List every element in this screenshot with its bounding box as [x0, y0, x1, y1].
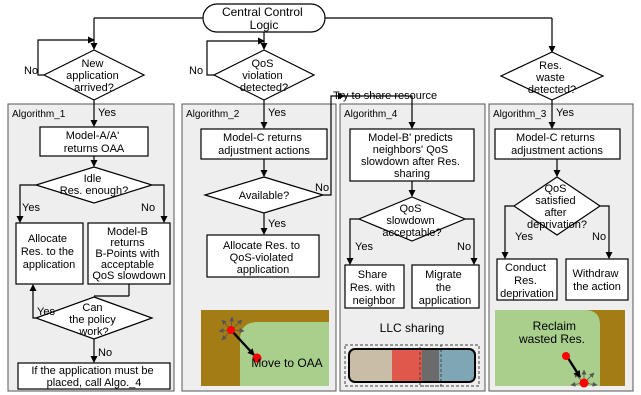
yes-label: Yes	[98, 107, 116, 119]
model-c-box-3	[494, 128, 621, 160]
move-to-oaa-label: Move to OAA	[251, 356, 322, 370]
res-waste-label: Res. waste detected?	[528, 60, 576, 96]
model-b-box	[87, 222, 171, 285]
allocate-qos-label: Allocate Res. to QoS-violated applicatio…	[223, 240, 303, 276]
no-label: No	[189, 65, 203, 77]
no-label: No	[457, 241, 471, 253]
no-loop	[206, 37, 265, 76]
model-c-label-3: Model-C returns adjustment actions	[511, 132, 603, 157]
no-loop	[37, 36, 95, 76]
model-b2-label: Model-B' predicts neighbors' QoS slowdow…	[361, 132, 463, 180]
yes-label: Yes	[355, 241, 373, 253]
available-label: Available?	[239, 190, 290, 202]
no-branch	[152, 184, 168, 223]
fallback-box	[17, 362, 171, 390]
connector	[344, 95, 416, 129]
idle-res-label: Idle Res. enough?	[60, 173, 129, 197]
reclaim-label: Reclaim wasted Res.	[518, 319, 585, 346]
central-control-label: Central Control Logic	[222, 5, 306, 32]
no-label: No	[141, 202, 155, 214]
qos-satisfied-label: QoS satisfied after deprivation?	[527, 183, 587, 231]
no-label: No	[592, 231, 606, 243]
no-branch	[465, 218, 478, 265]
allocate-qos-box	[206, 234, 320, 278]
withdraw-box	[565, 258, 629, 301]
withdraw-label: Withdraw the action	[573, 268, 622, 293]
no-label: No	[24, 65, 38, 77]
algorithm-3-title: Algorithm_3	[493, 109, 547, 120]
yes-label: Yes	[22, 202, 40, 214]
yes-label: Yes	[268, 107, 286, 119]
model-c-label-2: Model-C returns adjustment actions	[218, 132, 310, 157]
conduct-label: Conduct Res. deprivation	[500, 262, 554, 300]
allocate-box	[15, 222, 84, 285]
yes-branch	[346, 218, 359, 265]
qos-violation-label: QoS violation detected?	[240, 58, 288, 94]
yes-branch	[16, 184, 36, 223]
share-box	[344, 264, 405, 309]
model-c-box-2	[200, 128, 328, 160]
model-b-label: Model-B returns B-Points with acceptable…	[92, 226, 165, 282]
yes-label: Yes	[515, 231, 533, 243]
qos-satisfied-decision	[512, 176, 602, 236]
migrate-label: Migrate the application	[419, 269, 472, 307]
move-to-oaa-illustration	[201, 310, 329, 386]
yes-label: Yes	[556, 107, 574, 119]
share-label: Share Res. with neighbor	[350, 269, 398, 307]
model-a-label: Model-A/A' returns OAA	[64, 130, 125, 155]
conduct-box	[496, 258, 558, 301]
idle-res-decision	[33, 166, 155, 204]
algorithm-4-title: Algorithm_4	[344, 109, 398, 120]
allocate-label: Allocate Res. to the application	[21, 233, 77, 271]
yes-branch	[29, 284, 37, 319]
no-branch-to-algo4	[323, 92, 345, 196]
policy-label: Can the policy work?	[69, 302, 119, 338]
no-label: No	[98, 347, 112, 359]
yes-label: Yes	[268, 218, 286, 230]
no-label: No	[315, 182, 329, 194]
algorithm-1-title: Algorithm_1	[12, 109, 66, 120]
model-a-box	[39, 126, 149, 157]
new-application-label: New application arrived?	[66, 58, 122, 94]
yes-branch	[501, 205, 514, 259]
reclaim-illustration	[495, 310, 625, 388]
llc-sharing-illustration	[344, 344, 480, 387]
model-b2-box	[349, 128, 475, 182]
slowdown-decision	[357, 196, 467, 242]
slowdown-label: QoS slowdown acceptable?	[382, 203, 441, 239]
migrate-box	[411, 264, 480, 309]
algorithm-2-title: Algorithm_2	[186, 109, 240, 120]
yes-label: Yes	[37, 306, 55, 318]
llc-sharing-label: LLC sharing	[380, 321, 445, 335]
fallback-label: If the application must be placed, call …	[31, 365, 156, 389]
no-branch	[600, 205, 613, 259]
